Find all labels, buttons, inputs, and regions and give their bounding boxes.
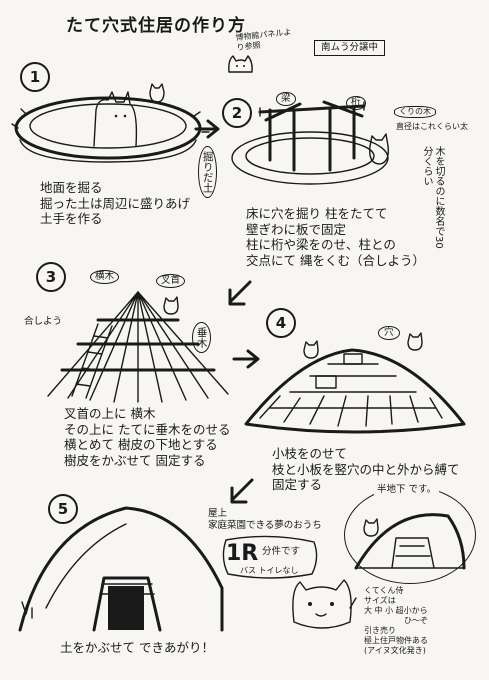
step-5-finished-house-illustration [18,506,224,632]
ad-intro: 屋上 家庭菜園できる夢のおうち [208,508,322,532]
step-1-line-2: 掘った土は周辺に盛りあげ [40,195,191,211]
step-3-line-2: その上に たてに垂木をのせる [64,421,231,437]
ad-subtitle: 分件です [262,546,301,557]
step-3-line-4: 樹皮をかぶせて 固定する [64,452,206,468]
step-2-girder-label: 桁 [346,96,366,110]
step-4-hole-label: 穴 [378,326,400,340]
step-4-number: 4 [266,308,296,338]
step-1-text: 地面を掘る 掘った土は周辺に盛りあげ 土手を作る [40,180,190,227]
step-2-dug-earth-label: 掘りだ土 [198,146,217,198]
step-1-pit-illustration [11,83,210,163]
step-2-frame-illustration [231,100,390,185]
sale-box: 南ムう分譲中 [314,40,386,56]
step-2-number: 2 [222,98,252,128]
step-2-text: 床に穴を掘り 柱をたてて 壁ぎわに板で固定 柱に桁や梁をのせ、柱との 交点にて … [246,206,425,269]
step-1-line-3: 土手を作る [40,211,103,227]
cat-doodle-icon [228,55,253,73]
half-basement-illustration [354,513,466,570]
step-4-text: 小枝をのせて 枝と小板を竪穴の中と外から縛て 固定する [272,446,460,493]
step-2-line-3: 柱に桁や梁をのせ、柱との [246,237,396,253]
cat-info-line-4: ひ～ぞ [404,616,428,625]
ad-intro-line-2: 家庭菜園できる夢のおうち [208,519,322,531]
step-3-rafter-illustration [47,291,229,403]
step-3-text: 叉首の上に 横木 その上に たてに垂木をのせる 横とめて 樹皮の下地とする 樹皮… [64,406,230,469]
step-2-line-2: 壁ぎわに板で固定 [246,221,347,237]
ad-facilities: バス トイレなし [240,566,299,575]
ad-burst-frame [222,535,318,579]
step-3-number: 3 [36,262,66,292]
cat-info-line-3: 大 中 小 超小から [364,606,428,615]
step-2-chestnut-label: くりの木 [394,106,436,118]
step-2-beam-label: 梁 [276,92,296,106]
step-4-line-2: 枝と小板を竪穴の中と外から縛て [272,461,460,477]
half-basement-label: 半地下 です。 [374,484,440,496]
step-3-line-3: 横とめて 樹皮の下地とする [64,437,218,453]
step-4-thatched-roof-illustration [244,332,466,434]
cat-info: くてくん侍 サイズは 大 中 小 超小から ひ～ぞ 引き売り 極上住戸物件ある … [364,586,428,656]
step-1-number: 1 [20,62,50,92]
arrow-down-left-icon [230,478,254,504]
arrow-right-icon [194,119,220,139]
step-2-line-4: 交点にて 縄をくむ（合しよう） [246,252,425,268]
arrow-down-left-icon [228,280,252,306]
cat-mascot-icon [292,579,357,629]
step-3-gassho-label: 合しよう [24,316,63,327]
step-3-line-1: 叉首の上に 横木 [64,406,156,421]
step-2-line-1: 床に穴を掘り 柱をたてて [246,206,388,221]
cat-info-line-2: サイズは [364,596,396,605]
step-2-pillar-note: 木を切るのに数名で30分くらい [421,146,444,249]
cat-info-line-1: くてくん侍 [364,586,404,595]
step-5-text: 土をかぶせて できあがり！ [60,640,214,655]
cat-info-line-6: 極上住戸物件ある [364,636,428,645]
cat-info-line-7: (アイヌ文化発き) [364,646,426,655]
arrow-right-icon [232,349,260,369]
step-2-diameter-note: 直径はこれくらい太 [396,122,468,131]
step-3-sasu-label: 叉首 [156,274,186,288]
page-title: たて穴式住居の作り方 [66,16,246,36]
step-5-number: 5 [48,494,78,524]
cat-info-line-5: 引き売り [364,626,396,635]
step-4-line-1: 小枝をのせて [272,446,348,461]
ad-room-type: 1R [226,541,259,566]
step-3-crossbar-label: 横木 [90,270,120,284]
step-4-line-3: 固定する [272,477,323,493]
step-1-line-1: 地面を掘る [40,180,103,195]
ad-intro-line-1: 屋上 [208,508,228,519]
